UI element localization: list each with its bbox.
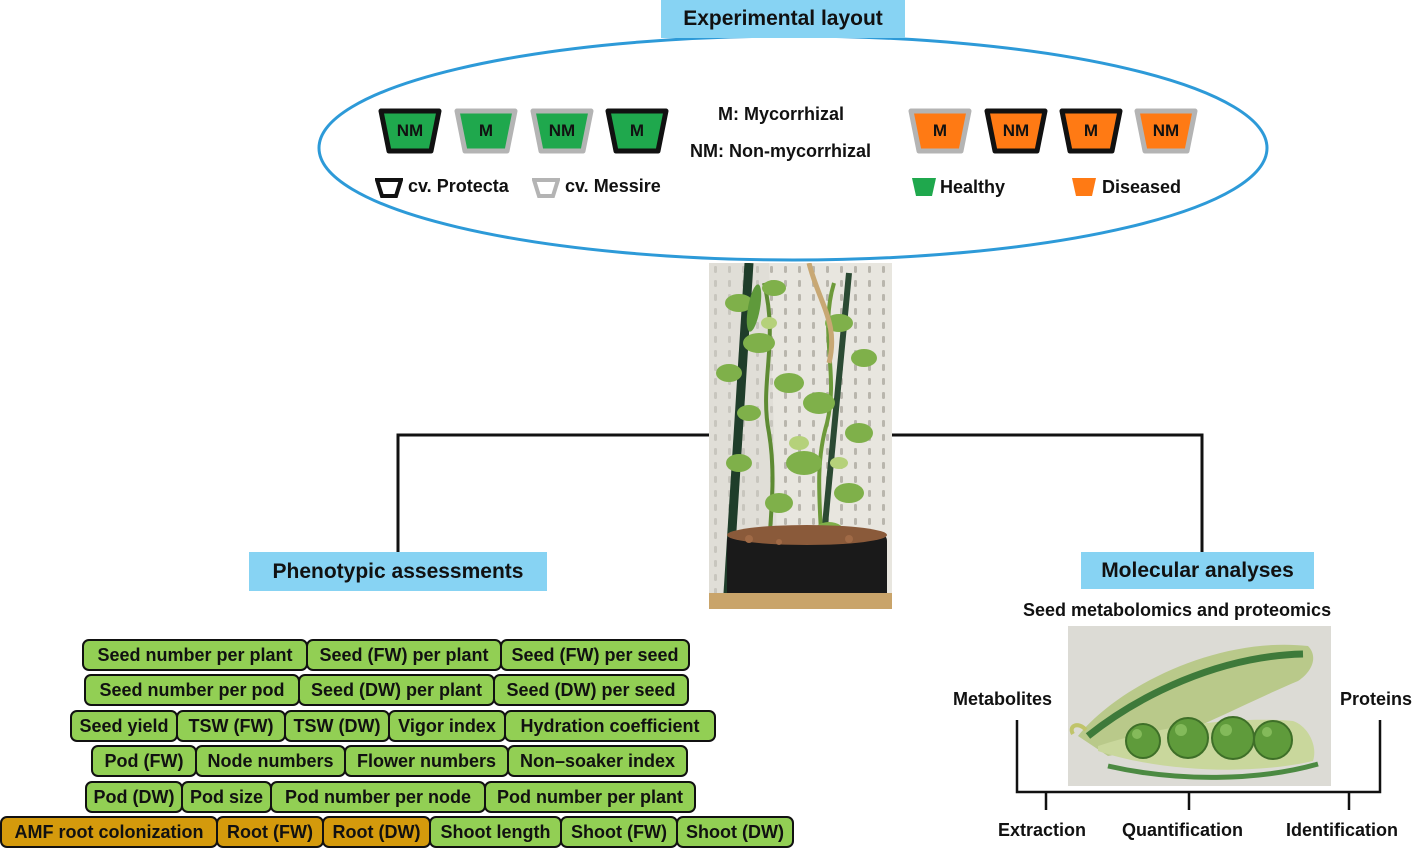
phenotypic-brick: TSW (FW) (176, 710, 286, 742)
phenotypic-brick: Hydration coefficient (504, 710, 716, 742)
phenotypic-brick: AMF root colonization (0, 816, 218, 848)
pot-left-3: M (605, 108, 669, 154)
phenotypic-brick: Pod (DW) (85, 781, 183, 813)
phenotypic-brick: Seed (FW) per plant (306, 639, 502, 671)
pot-left-0: NM (378, 108, 442, 154)
diseased-swatch-icon (1072, 178, 1096, 196)
abbrev-mycorrhizal: M: Mycorrhizal (718, 104, 845, 124)
phenotypic-brick: Pod number per node (270, 781, 486, 813)
phenotypic-brick: Seed (DW) per plant (298, 674, 495, 706)
experimental-layout-title: Experimental layout (661, 0, 905, 38)
messire-pot-icon (532, 178, 560, 198)
phenotypic-brick: Non–soaker index (507, 745, 688, 777)
pot-right-2: M (1059, 108, 1123, 154)
phenotypic-brick: Seed number per pod (84, 674, 300, 706)
phenotypic-brick: Seed number per plant (82, 639, 308, 671)
phenotypic-brick: Shoot length (429, 816, 562, 848)
step-extraction: Extraction (998, 820, 1087, 840)
phenotypic-brick: Pod size (181, 781, 272, 813)
legend-protecta: cv. Protecta (408, 176, 509, 196)
pot-label: M (629, 121, 645, 140)
abbrev-non-mycorrhizal: NM: Non-mycorrhizal (690, 141, 872, 161)
pot-label: NM (1152, 121, 1180, 140)
pot-label: NM (1002, 121, 1030, 140)
phenotypic-brick: Pod (FW) (91, 745, 197, 777)
pea-plant-photo (709, 263, 892, 609)
molecular-subtitle: Seed metabolomics and proteomics (1023, 600, 1332, 620)
pot-label: M (1083, 121, 1099, 140)
metabolites-label: Metabolites (953, 689, 1053, 709)
pot-label: M (932, 121, 948, 140)
pot-left-1: M (454, 108, 518, 154)
healthy-swatch-icon (912, 178, 936, 196)
pot-right-1: NM (984, 108, 1048, 154)
protecta-pot-icon (375, 178, 403, 198)
molecular-title: Molecular analyses (1081, 552, 1314, 589)
phenotypic-brick: Seed (FW) per seed (500, 639, 690, 671)
step-quantification: Quantification (1122, 820, 1243, 840)
phenotypic-brick: Flower numbers (344, 745, 509, 777)
pot-label: NM (396, 121, 424, 140)
phenotypic-brick: Seed yield (70, 710, 178, 742)
pea-pod-photo (1068, 626, 1331, 786)
pot-right-3: NM (1134, 108, 1198, 154)
phenotypic-title: Phenotypic assessments (249, 552, 547, 591)
phenotypic-brick: Pod number per plant (484, 781, 696, 813)
legend-healthy: Healthy (940, 177, 1006, 197)
phenotypic-brick: Seed (DW) per seed (493, 674, 689, 706)
legend-diseased: Diseased (1102, 177, 1182, 197)
analysis-bracket (1015, 720, 1382, 794)
pot-label: M (478, 121, 494, 140)
pot-label: NM (548, 121, 576, 140)
step-identification: Identification (1286, 820, 1398, 840)
phenotypic-brick: Shoot (DW) (676, 816, 794, 848)
pot-left-2: NM (530, 108, 594, 154)
phenotypic-brick: Root (DW) (322, 816, 431, 848)
phenotypic-brick: Shoot (FW) (560, 816, 678, 848)
phenotypic-brick: TSW (DW) (284, 710, 390, 742)
phenotypic-brick: Root (FW) (216, 816, 324, 848)
phenotypic-brick: Node numbers (195, 745, 346, 777)
proteins-label: Proteins (1340, 689, 1413, 709)
legend-messire: cv. Messire (565, 176, 661, 196)
left-connector (396, 433, 710, 552)
phenotypic-brick: Vigor index (388, 710, 506, 742)
pot-right-0: M (908, 108, 972, 154)
right-connector (892, 433, 1204, 552)
